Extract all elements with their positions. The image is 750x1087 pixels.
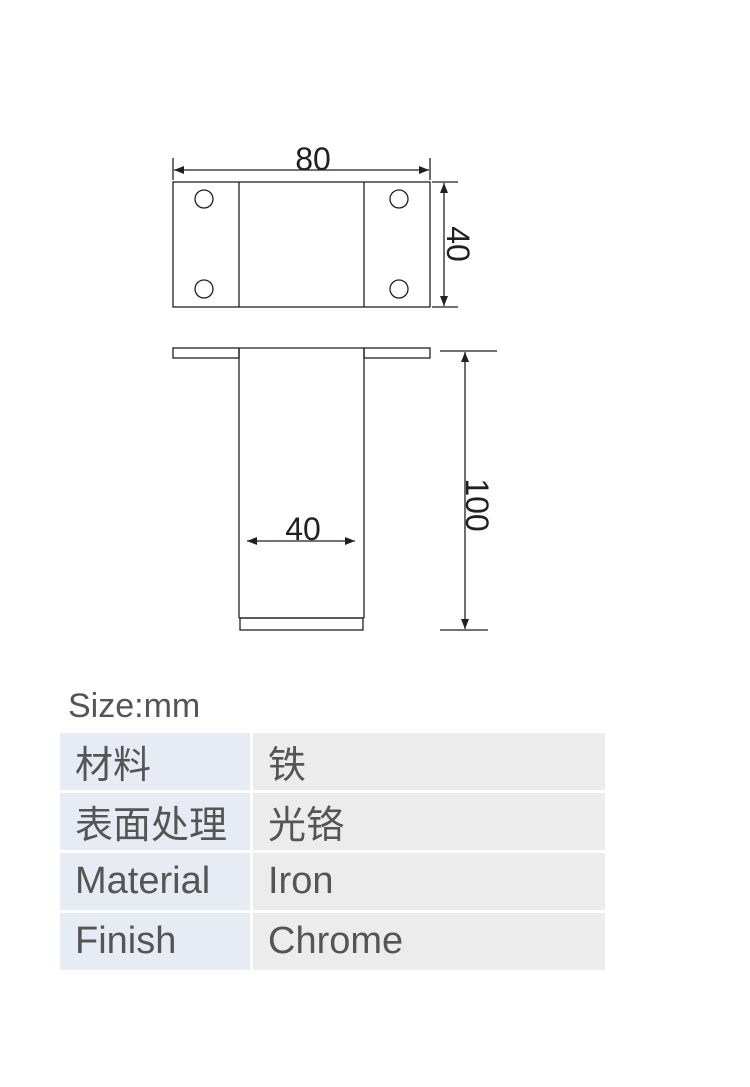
top-view-plate [172,181,431,308]
front-height-label: 100 [459,478,495,531]
spec-value: Iron [253,853,605,913]
spec-key: 表面处理 [60,793,253,853]
top-height-dimension [432,181,458,308]
spec-value: 铁 [253,733,605,793]
front-height-dimension [440,350,497,631]
screw-hole [389,189,409,209]
spec-key: 材料 [60,733,253,793]
size-unit-label: Size:mm [68,687,201,725]
spec-value: Chrome [253,913,605,970]
top-width-label: 80 [295,141,331,177]
table-row: Finish Chrome [60,913,605,970]
spec-key: Material [60,853,253,913]
spec-table: 材料 铁 表面处理 光铬 Material Iron Finish Chrome [60,733,605,970]
screw-hole [194,279,214,299]
table-row: 表面处理 光铬 [60,793,605,853]
table-row: Material Iron [60,853,605,913]
front-width-label: 40 [285,511,321,547]
spec-value: 光铬 [253,793,605,853]
front-view-leg [172,347,431,631]
table-row: 材料 铁 [60,733,605,793]
spec-key: Finish [60,913,253,970]
top-height-label: 40 [440,226,476,262]
technical-drawing: 80 40 40 100 [172,141,497,631]
screw-hole [194,189,214,209]
screw-hole [389,279,409,299]
top-width-dimension [172,158,431,180]
